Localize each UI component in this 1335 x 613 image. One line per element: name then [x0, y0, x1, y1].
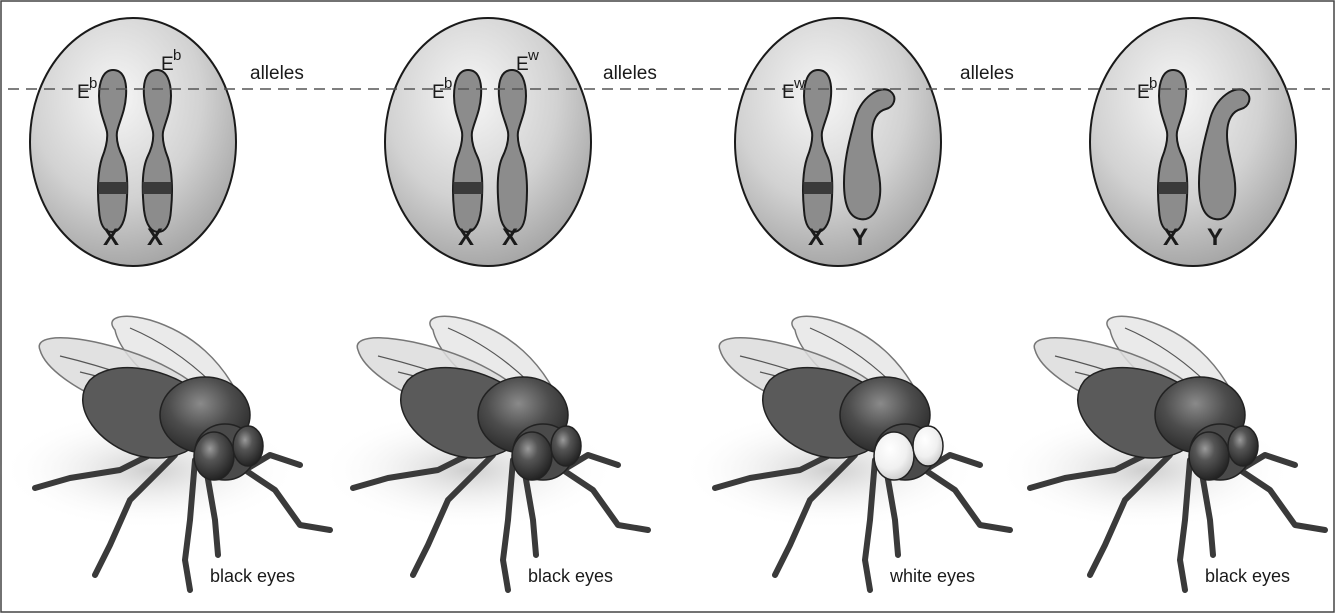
allele-letter: E — [516, 54, 529, 75]
chromosome-label: X — [103, 224, 119, 251]
fly-1: black eyes — [0, 316, 330, 590]
fly-2: black eyes — [318, 316, 648, 590]
cell-nucleus — [385, 18, 591, 266]
fly-eye-right — [913, 426, 943, 466]
flies-row: black eyes black eyes white eyes black eyes — [0, 316, 1325, 590]
chromosome-label: X — [502, 224, 518, 251]
alleles-label-3: alleles — [960, 63, 1014, 84]
allele-letter: E — [161, 54, 174, 75]
fly-caption: black eyes — [210, 566, 295, 586]
cell-nucleus — [735, 18, 941, 266]
allele-letter: E — [432, 82, 445, 103]
chromosome-label: X — [808, 224, 824, 251]
cell-nucleus — [1090, 18, 1296, 266]
allele-band — [99, 182, 128, 194]
fly-eye-left — [512, 432, 552, 480]
allele-superscript: w — [527, 47, 539, 64]
cell-nucleus — [30, 18, 236, 266]
allele-band — [1159, 182, 1188, 194]
fly-caption: black eyes — [1205, 566, 1290, 586]
chromosome-label: X — [1163, 224, 1179, 251]
chromosome-label: Y — [852, 224, 868, 251]
allele-band — [143, 182, 172, 194]
alleles-label-1: alleles — [250, 63, 304, 84]
alleles-label-2: alleles — [603, 63, 657, 84]
chromosome-label: X — [458, 224, 474, 251]
fly-eye-right — [233, 426, 263, 466]
allele-band — [804, 182, 833, 194]
allele-superscript: b — [444, 75, 452, 92]
fly-4: black eyes — [995, 316, 1325, 590]
allele-letter: E — [782, 82, 795, 103]
fly-caption: black eyes — [528, 566, 613, 586]
allele-superscript: w — [793, 75, 805, 92]
allele-letter: E — [1137, 82, 1150, 103]
allele-superscript: b — [173, 47, 181, 64]
fly-eye-right — [1228, 426, 1258, 466]
fly-eye-left — [1189, 432, 1229, 480]
allele-band — [454, 182, 483, 194]
allele-superscript: b — [1149, 75, 1157, 92]
allele-letter: E — [77, 82, 90, 103]
fly-eye-right — [551, 426, 581, 466]
fly-caption: white eyes — [889, 566, 975, 586]
fly-eye-left — [194, 432, 234, 480]
fly-3: white eyes — [680, 316, 1010, 590]
allele-superscript: b — [89, 75, 97, 92]
chromosome-label: Y — [1207, 224, 1223, 251]
chromosome-label: X — [147, 224, 163, 251]
fly-eye-left — [874, 432, 914, 480]
